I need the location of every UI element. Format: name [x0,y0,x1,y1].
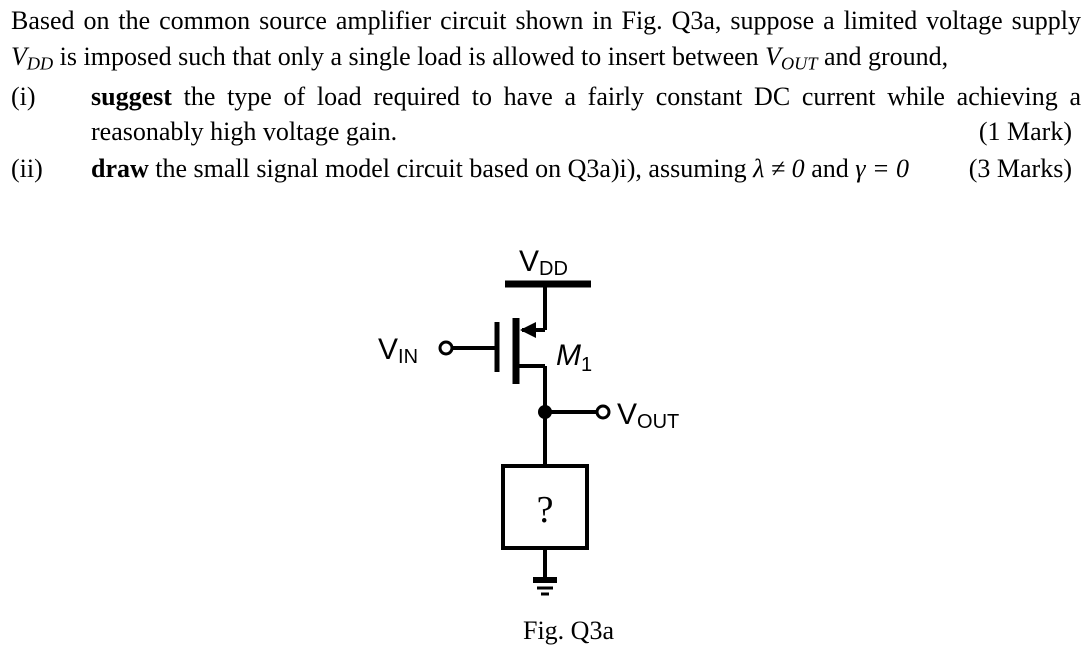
load-box [501,464,589,550]
vin-terminal [438,340,454,356]
item-1-text: suggest the type of load required to hav… [91,82,1081,111]
vin-label: VIN [378,333,418,368]
item-2-marks: (3 Marks) [968,154,1072,183]
question-intro-line1: Based on the common source amplifier cir… [11,6,1081,35]
item-2-number: (ii) [11,154,43,183]
m1-label: M1 [556,339,592,376]
vdd-label: VDD [519,245,568,280]
item-1-text-cont: reasonably high voltage gain.(1 Mark) [91,117,1072,146]
question-intro-line2: VDD is imposed such that only a single l… [11,42,949,74]
vout-label: VOUT [617,398,679,433]
item-1-number: (i) [11,82,36,111]
load-question-mark: ? [537,489,554,531]
vout-terminal [595,404,611,420]
figure-caption: Fig. Q3a [523,616,614,645]
item-1-marks: (1 Mark) [978,117,1072,146]
item-2-text: draw the small signal model circuit base… [91,154,1072,183]
source-arrow [520,322,536,338]
